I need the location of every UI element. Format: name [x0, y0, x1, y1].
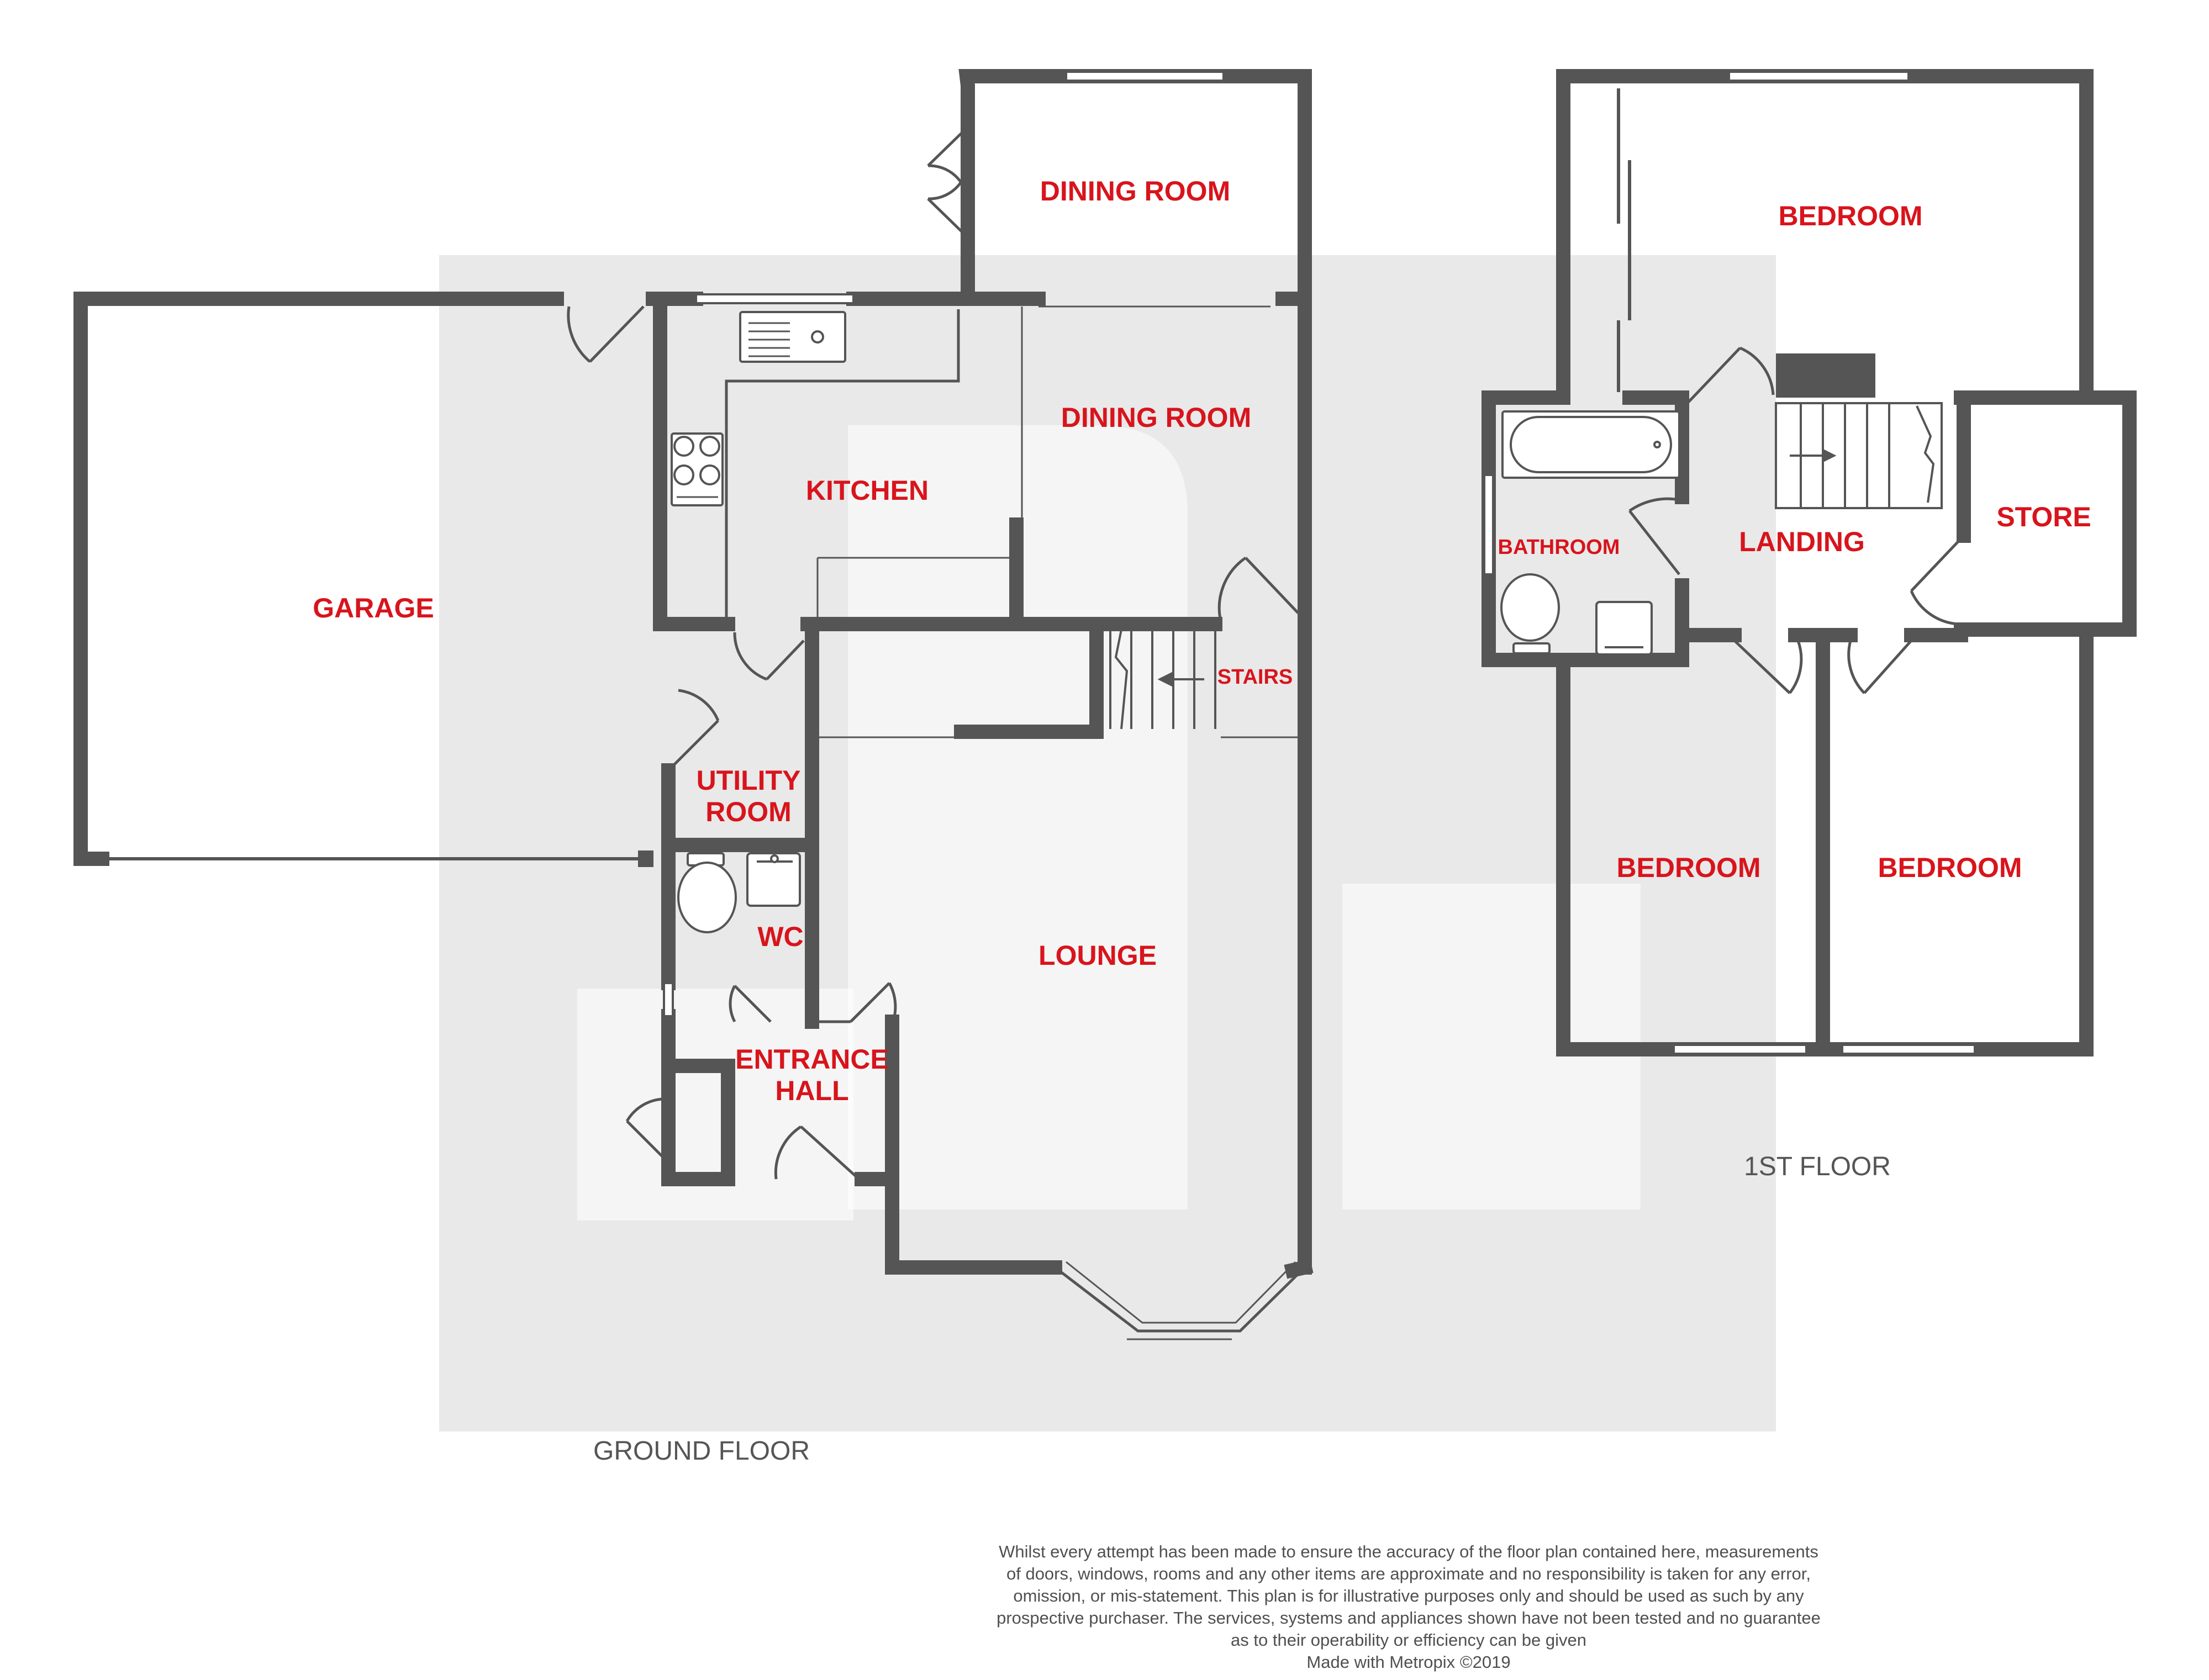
garage-wall	[73, 292, 564, 866]
bedroom-window-top	[1728, 71, 1910, 82]
floor-labels: GROUND FLOOR 1ST FLOOR	[593, 1152, 1891, 1466]
room-labels: DINING ROOM DINING ROOM KITCHEN GARAGE S…	[313, 176, 2091, 1106]
kitchen-appliances	[671, 311, 846, 506]
label-utility-room: ROOM	[705, 796, 792, 827]
kitchen-counter	[725, 309, 960, 624]
first-floor-label: 1ST FLOOR	[1744, 1152, 1891, 1181]
ground-floor-label: GROUND FLOOR	[593, 1436, 810, 1466]
ground-stairs	[1109, 629, 1216, 730]
store-door-icon	[1910, 535, 1965, 626]
front-door-icon	[774, 1125, 860, 1180]
upper-stair-break	[1916, 405, 1935, 503]
label-lounge: LOUNGE	[1038, 940, 1157, 971]
basin-icon	[746, 852, 801, 907]
label-kitchen: KITCHEN	[806, 475, 929, 506]
garage-door-icon	[667, 689, 720, 772]
label-bedroom-right: BEDROOM	[1878, 852, 2022, 883]
utility-door-icon	[733, 632, 805, 681]
bedroom-window-right	[1841, 1044, 1976, 1055]
credit-line: Made with Metropix ©2019	[1306, 1652, 1511, 1672]
first-floor-details	[1483, 71, 1976, 1055]
bathroom-window	[1483, 474, 1494, 575]
bedroom-left-door-icon	[1733, 640, 1803, 694]
back-door-icon	[567, 305, 645, 363]
label-store: STORE	[1996, 501, 2091, 532]
toilet-icon	[677, 862, 737, 933]
ground-floor-details	[567, 71, 1306, 1340]
label-bedroom-top: BEDROOM	[1778, 200, 1922, 231]
bathroom-basin-icon	[1595, 601, 1653, 656]
wc-door-icon	[729, 985, 772, 1023]
label-utility: UTILITY	[697, 765, 801, 796]
bay-window-inner	[1066, 1261, 1296, 1324]
label-dining-room-upper: DINING ROOM	[1040, 176, 1230, 207]
label-bedroom-left: BEDROOM	[1616, 852, 1760, 883]
lounge-bottom-left	[885, 1172, 1062, 1275]
ground-floor-walls	[73, 69, 1314, 1279]
ground-wc-fixtures	[677, 852, 801, 933]
bathroom-fixtures	[1500, 410, 1680, 656]
wc-window	[663, 982, 674, 1017]
upper-dining-window	[1065, 71, 1225, 82]
label-stairs: STAIRS	[1217, 665, 1293, 689]
first-floor-stairs	[1775, 402, 1943, 509]
stair-break	[1114, 629, 1129, 730]
closet-door-icon	[625, 1097, 667, 1161]
bedroom-right-door-icon	[1847, 640, 1912, 694]
bathroom-toilet-icon	[1500, 573, 1560, 642]
garage-post	[638, 850, 653, 867]
sink-icon	[739, 311, 846, 363]
label-wc: WC	[757, 921, 803, 952]
disclaimer-text: Whilst every attempt has been made to en…	[934, 1541, 1884, 1673]
label-dining-room-lower: DINING ROOM	[1061, 402, 1251, 433]
stair-door-icon	[1217, 556, 1299, 622]
label-landing: LANDING	[1739, 526, 1865, 557]
kitchen-window	[695, 293, 855, 304]
lounge-door-icon	[850, 982, 897, 1025]
label-bathroom: BATHROOM	[1498, 536, 1620, 559]
disclaimer-line: Whilst every attempt has been made to en…	[999, 1542, 1818, 1561]
french-door-icon	[927, 126, 969, 239]
label-entrance-hall: HALL	[775, 1075, 848, 1106]
disclaimer-line: omission, or mis-statement. This plan is…	[1013, 1586, 1804, 1605]
disclaimer-line: as to their operability or efficiency ca…	[1231, 1630, 1586, 1650]
label-entrance: ENTRANCE	[735, 1044, 889, 1075]
chimney	[1776, 353, 1875, 398]
bedroom-window-left	[1673, 1044, 1807, 1055]
label-garage: GARAGE	[313, 593, 434, 624]
bay-window	[1054, 1266, 1306, 1333]
bedroom-top-door-icon	[1684, 346, 1775, 407]
disclaimer-line: prospective purchaser. The services, sys…	[997, 1608, 1821, 1628]
bathroom-door-icon	[1628, 497, 1680, 575]
disclaimer-line: of doors, windows, rooms and any other i…	[1006, 1564, 1811, 1583]
